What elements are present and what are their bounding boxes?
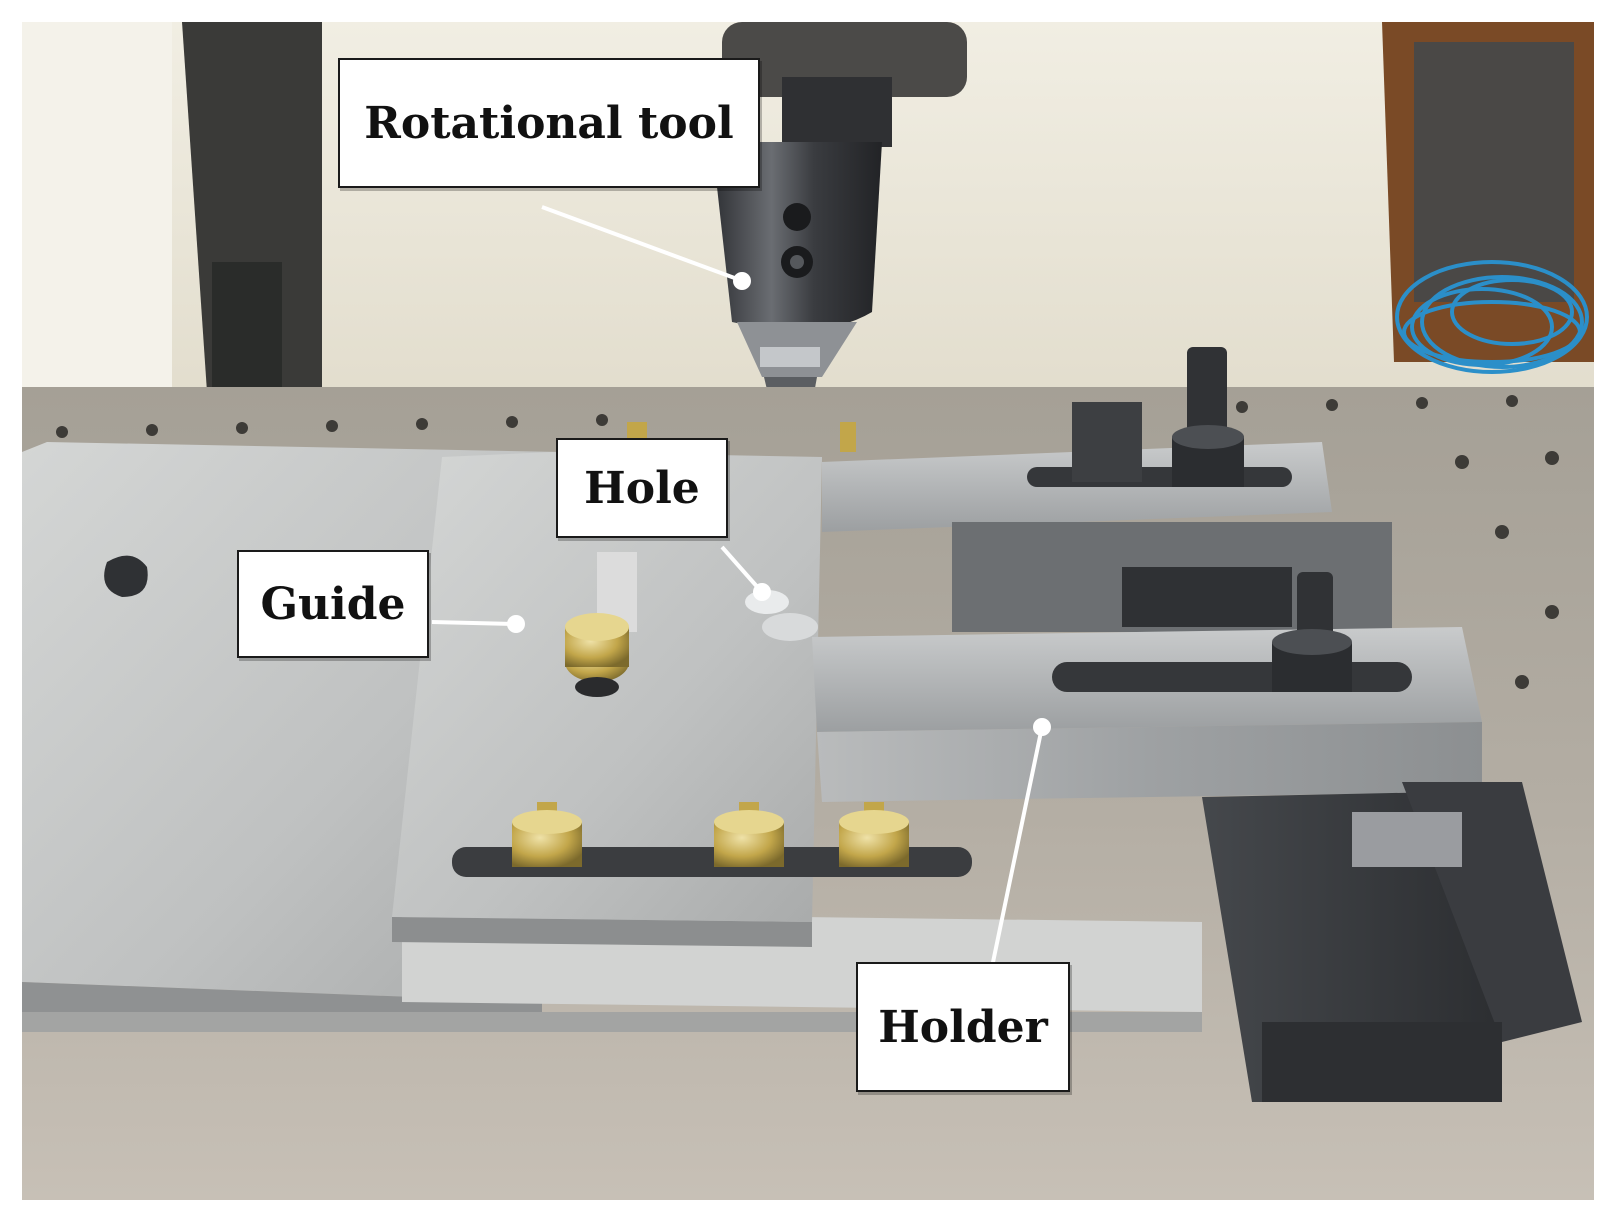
leader-guide bbox=[431, 620, 515, 626]
guide-bolts bbox=[565, 422, 856, 697]
label-hole: Hole bbox=[556, 438, 728, 538]
label-holder: Holder bbox=[856, 962, 1070, 1092]
leader-rotational-tool bbox=[541, 205, 741, 282]
label-rotational-tool: Rotational tool bbox=[338, 58, 760, 188]
label-guide: Guide bbox=[237, 550, 429, 658]
photo: Rotational tool Hole Guide Holder bbox=[22, 22, 1594, 1200]
blue-cable-coil bbox=[1395, 260, 1589, 374]
spindle-body bbox=[712, 142, 882, 330]
leader-lines bbox=[431, 205, 1044, 968]
machining-setup-photo bbox=[22, 22, 1594, 1200]
left-panel bbox=[22, 22, 172, 402]
leader-hole bbox=[720, 545, 762, 592]
leader-holder bbox=[990, 726, 1044, 968]
front-nuts bbox=[512, 802, 909, 867]
